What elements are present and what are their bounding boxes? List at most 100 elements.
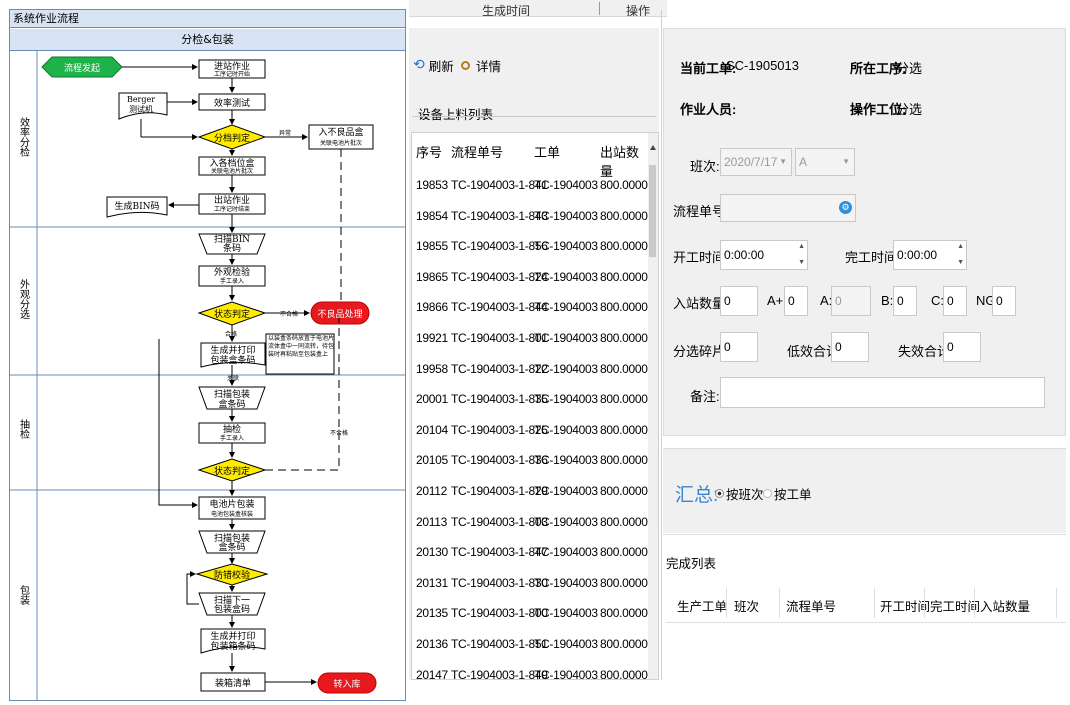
header-col-action[interactable]: 操作 xyxy=(626,4,651,17)
cell-flow-no: TC-1904003-1-847 xyxy=(451,545,548,560)
in-qty-input[interactable]: 0 xyxy=(720,286,758,316)
cell-flow-no: TC-1904003-1-856 xyxy=(451,239,548,254)
summary-radio-shift[interactable]: 按班次 xyxy=(715,484,764,503)
node-scan-pack-b: 扫描包装 xyxy=(214,532,250,544)
node-scan-next: 扫描下一 xyxy=(214,594,250,606)
cell-out-qty: 800.0000 xyxy=(600,545,648,560)
node-scan-pack-2: 盒条码 xyxy=(218,398,245,410)
cell-out-qty: 800.0000 xyxy=(600,269,648,284)
shift-value: A xyxy=(799,155,808,169)
fail-label: 失效合计: xyxy=(898,344,954,359)
summary-radio-order[interactable]: 按工单 xyxy=(763,484,812,503)
remark-input[interactable] xyxy=(720,377,1045,408)
done-col-in-qty[interactable]: 入站数量 xyxy=(980,600,1031,614)
node-cell-pack-sub: 电池包装盒核装 xyxy=(211,510,253,518)
flowchart-subtitle: 分检&包装 xyxy=(10,29,405,51)
cell-flow-no: TC-1904003-1-830 xyxy=(451,575,548,590)
detail-button[interactable]: 详情 xyxy=(461,53,501,77)
shift-select[interactable]: A ▼ xyxy=(795,148,855,176)
done-col-order[interactable]: 生产工单 xyxy=(677,600,728,614)
a-input[interactable]: 0 xyxy=(831,286,871,316)
lane-label-sampling: 抽检 xyxy=(18,418,30,440)
start-time-input[interactable]: 0:00:00 ▲▼ xyxy=(720,240,808,270)
cell-flow-no: TC-1904003-1-836 xyxy=(451,453,548,468)
cell-out-qty: 800.0000 xyxy=(600,178,648,192)
spinner-icon[interactable]: ▲▼ xyxy=(957,243,964,266)
node-abnormal: 异常 xyxy=(279,129,291,137)
cell-seq: 19865 xyxy=(416,269,448,284)
c-input[interactable]: 0 xyxy=(943,286,967,316)
done-col-end[interactable]: 完工时间 xyxy=(930,600,981,614)
detail-label: 详情 xyxy=(476,59,502,74)
col-header-out-qty[interactable]: 出站数量 xyxy=(600,145,640,179)
cell-out-qty: 800.0000 xyxy=(600,331,648,345)
a-plus-input[interactable]: 0 xyxy=(784,286,808,316)
search-icon[interactable]: ⚙ xyxy=(839,201,852,214)
cell-seq: 20001 xyxy=(416,392,448,407)
cell-order: TC-1904003 xyxy=(534,484,598,498)
a-plus-label: A+: xyxy=(767,293,787,308)
cell-out-qty: 800.0000 xyxy=(600,239,648,254)
col-divider xyxy=(726,588,727,618)
node-scan-next-2: 包装盒码 xyxy=(214,603,250,615)
low-eff-input[interactable]: 0 xyxy=(831,332,869,362)
refresh-button[interactable]: ⟲ 刷新 xyxy=(413,53,454,77)
done-col-shift[interactable]: 班次 xyxy=(734,600,760,614)
cell-out-qty: 800.0000 xyxy=(600,361,648,376)
start-time-label: 开工时间: xyxy=(673,250,729,265)
ng-input[interactable]: 0 xyxy=(992,286,1016,316)
cell-order: TC-1904003 xyxy=(534,422,598,437)
end-time-value: 0:00:00 xyxy=(897,248,938,262)
node-sample-sub: 手工录入 xyxy=(220,434,244,442)
done-col-flow[interactable]: 流程单号 xyxy=(786,600,837,614)
node-packing-list: 装箱清单 xyxy=(215,677,251,689)
summary-opt-order: 按工单 xyxy=(774,488,812,502)
col-header-seq[interactable]: 序号 xyxy=(416,145,443,160)
fragment-input[interactable]: 0 xyxy=(720,332,758,362)
flow-no-field[interactable]: ⚙ xyxy=(720,194,856,222)
fail-input[interactable]: 0 xyxy=(943,332,981,362)
node-status-judge-2: 状态判定 xyxy=(214,465,250,477)
node-gen-box-2: 包装箱条码 xyxy=(210,640,255,652)
scroll-up-arrow[interactable] xyxy=(650,145,656,150)
shift-date-select[interactable]: 2020/7/17 ▼ xyxy=(720,148,792,176)
cell-out-qty: 800.0000 xyxy=(600,575,648,590)
spinner-icon[interactable]: ▲▼ xyxy=(798,243,805,266)
col-header-order[interactable]: 工单 xyxy=(534,145,561,160)
node-grade-box: 入各档位盒 xyxy=(209,157,254,169)
header-col-time[interactable]: 生成时间 xyxy=(482,4,531,17)
done-col-start[interactable]: 开工时间 xyxy=(880,600,931,614)
header-divider-1 xyxy=(599,2,600,15)
scroll-thumb[interactable] xyxy=(649,165,656,257)
end-time-input[interactable]: 0:00:00 ▲▼ xyxy=(893,240,967,270)
flow-no-label: 流程单号: xyxy=(673,204,729,219)
device-table-scrollbar[interactable] xyxy=(648,133,658,679)
cell-out-qty: 800.0000 xyxy=(600,300,648,315)
device-list-groupline xyxy=(412,116,656,117)
b-input[interactable]: 0 xyxy=(893,286,917,316)
cell-flow-no: TC-1904003-1-841 xyxy=(451,178,548,192)
col-header-flow-no[interactable]: 流程单号 xyxy=(451,145,504,160)
cell-seq: 19958 xyxy=(416,361,448,376)
node-scan-pack-b-2: 盒条码 xyxy=(218,541,245,553)
cell-order: TC-1904003 xyxy=(534,545,598,560)
refresh-icon: ⟲ xyxy=(413,57,425,73)
node-eff-test: 效率测试 xyxy=(214,97,250,109)
